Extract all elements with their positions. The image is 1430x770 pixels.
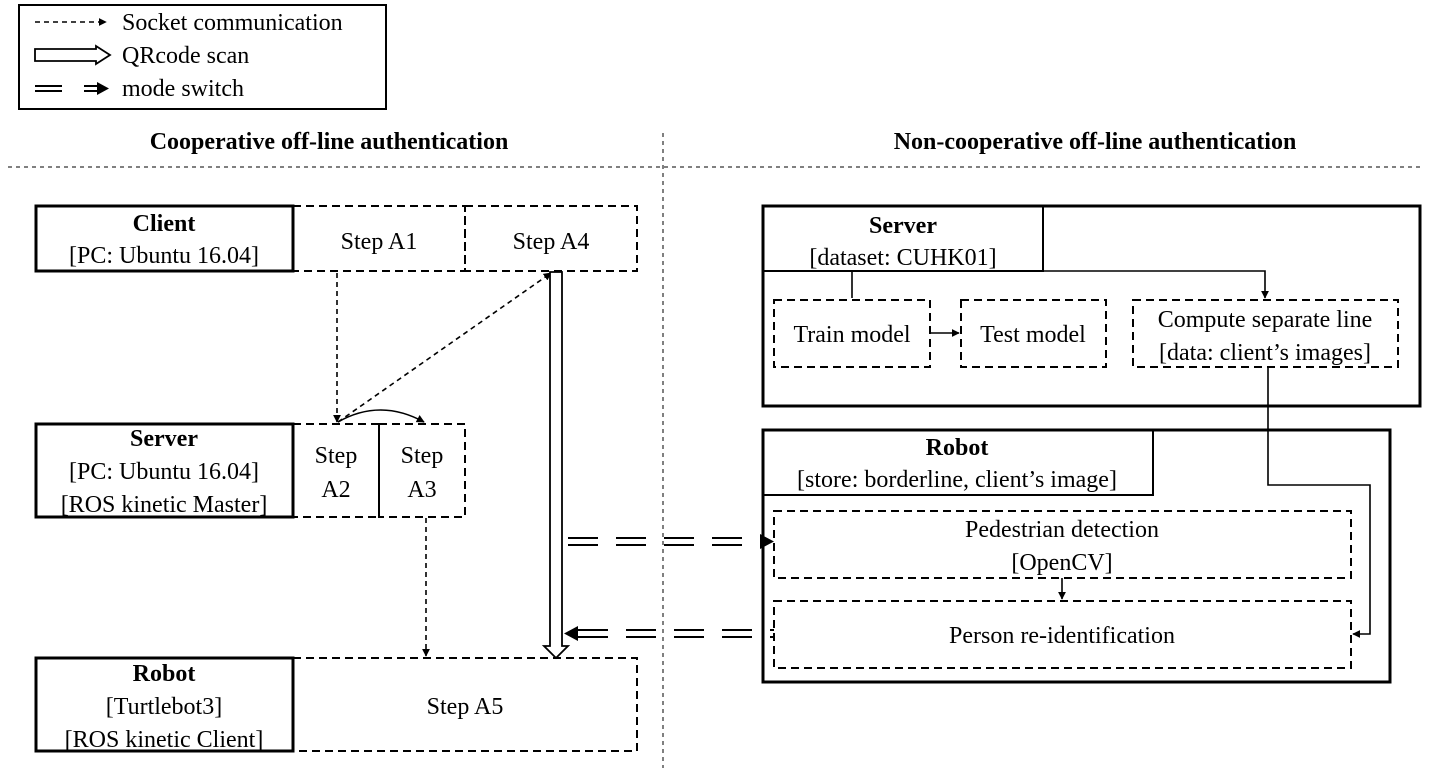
nc-server-title: Server	[869, 213, 937, 239]
mode-switch-arrow-to-robot	[564, 626, 774, 641]
person-reid-box: Person re-identification	[773, 600, 1352, 669]
legend-mode-label: mode switch	[122, 76, 244, 102]
arrow-a2-to-a4	[337, 272, 552, 423]
mode-switch-arrow-to-detection	[568, 534, 774, 549]
nc-robot-node: Robot [store: borderline, client’s image…	[761, 428, 1392, 684]
client-node: Client [PC: Ubuntu 16.04]	[34, 204, 295, 273]
arrow-server-to-compute	[851, 270, 1269, 299]
legend-qrcode-icon	[34, 44, 112, 66]
legend-mode-icon	[35, 82, 109, 95]
test-model-box: Test model	[960, 299, 1107, 368]
server-subtitle-os: [PC: Ubuntu 16.04]	[69, 459, 259, 485]
step-a2-box: Step A2	[292, 423, 380, 518]
legend-qrcode-label: QRcode scan	[122, 43, 249, 69]
server-title: Server	[130, 426, 198, 452]
train-model-label: Train model	[793, 322, 910, 348]
section-title-cooperative: Cooperative off-line authentication	[150, 129, 509, 155]
step-a2-label-line2: A2	[321, 477, 350, 503]
legend-socket-label: Socket communication	[122, 10, 343, 36]
server-node: Server [PC: Ubuntu 16.04] [ROS kinetic M…	[34, 422, 295, 519]
robot-node: Robot [Turtlebot3] [ROS kinetic Client]	[34, 656, 295, 753]
nc-robot-subtitle: [store: borderline, client’s image]	[797, 467, 1117, 493]
step-a5-box: Step A5	[292, 657, 638, 752]
compute-separate-line-label: Compute separate line	[1158, 307, 1373, 333]
step-a5-label: Step A5	[427, 694, 504, 720]
pedestrian-detection-box: Pedestrian detection [OpenCV]	[773, 510, 1352, 579]
client-title: Client	[133, 211, 196, 237]
nc-server-subtitle: [dataset: CUHK01]	[809, 245, 996, 271]
arrow-compute-to-reid	[1267, 367, 1371, 638]
pedestrian-detection-label: Pedestrian detection	[965, 517, 1159, 543]
test-model-label: Test model	[980, 322, 1086, 348]
pedestrian-detection-tool: [OpenCV]	[1011, 550, 1112, 576]
step-a1-box: Step A1	[292, 205, 466, 272]
compute-data-label: [data: client’s images]	[1159, 340, 1371, 366]
section-title-non-cooperative: Non-cooperative off-line authentication	[894, 129, 1297, 155]
robot-subtitle-model: [Turtlebot3]	[106, 694, 222, 720]
qrcode-scan-arrow	[541, 271, 571, 660]
server-subtitle-ros: [ROS kinetic Master]	[61, 492, 268, 518]
step-a4-label: Step A4	[513, 229, 590, 255]
legend: Socket communication QRcode scan mode sw…	[18, 4, 387, 110]
arrow-a2-to-a3	[337, 409, 425, 423]
person-reid-label: Person re-identification	[949, 623, 1175, 649]
step-a4-box: Step A4	[464, 205, 638, 272]
step-a2-label-line1: Step	[315, 443, 358, 469]
step-a3-box: Step A3	[378, 423, 466, 518]
nc-server-node: Server [dataset: CUHK01]	[761, 204, 1422, 408]
compute-separate-line-box: Compute separate line [data: client’s im…	[1132, 299, 1399, 368]
legend-frame	[18, 4, 387, 110]
step-a1-label: Step A1	[341, 229, 418, 255]
robot-subtitle-ros: [ROS kinetic Client]	[65, 727, 264, 753]
step-a3-label-line1: Step	[401, 443, 444, 469]
step-a3-label-line2: A3	[407, 477, 436, 503]
train-model-box: Train model	[773, 299, 931, 368]
nc-robot-title: Robot	[926, 435, 989, 461]
client-subtitle: [PC: Ubuntu 16.04]	[69, 243, 259, 269]
robot-title: Robot	[133, 661, 196, 687]
